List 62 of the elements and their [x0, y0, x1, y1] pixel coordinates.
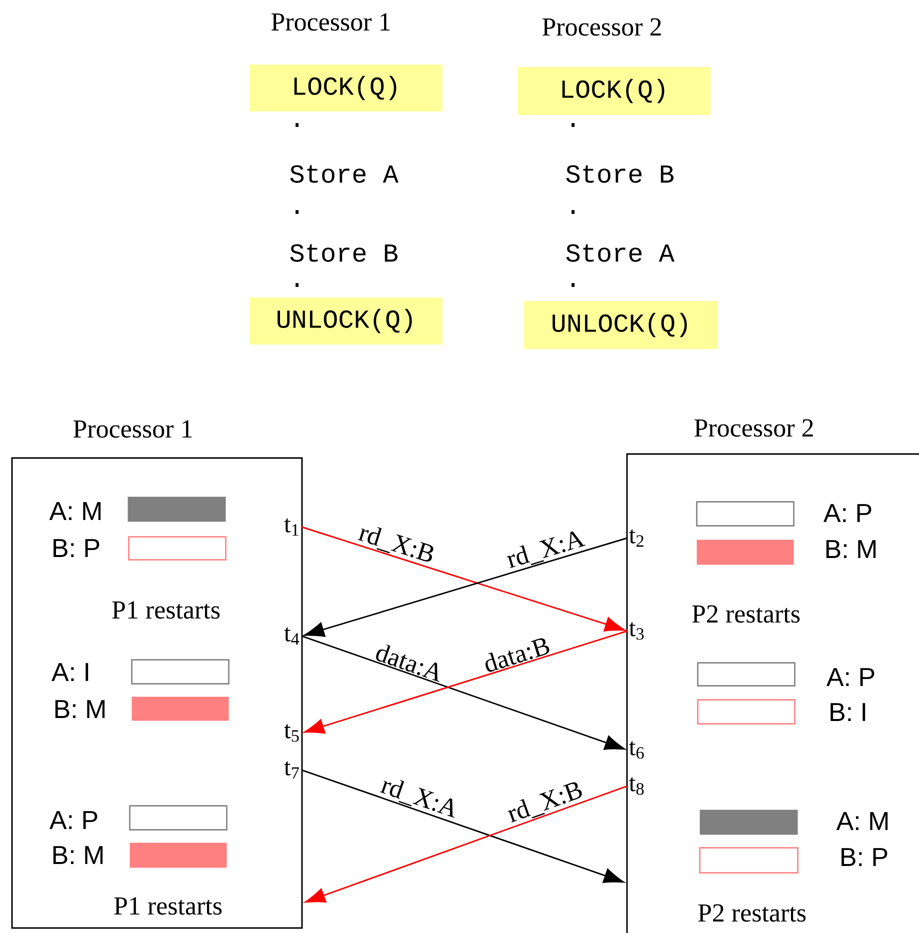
arrow: [304, 537, 628, 637]
time-label: t$_{4}$: [284, 627, 300, 645]
code-box: LOCK(Q): [250, 64, 442, 112]
state-label: A: P: [826, 668, 874, 686]
edge-label: data:B: [486, 638, 550, 672]
code-box: UNLOCK(Q): [524, 301, 718, 349]
state-label: A: P: [823, 504, 872, 522]
arrow: [304, 630, 628, 734]
restart-note: P1 restarts: [112, 601, 220, 619]
processor-title: Processor 2: [542, 18, 661, 36]
code-box: LOCK(Q): [518, 67, 710, 115]
edge-label: data:A: [376, 644, 440, 682]
time-label: t$_{6}$: [629, 741, 644, 759]
cache-state-bar: [128, 536, 226, 560]
edge-label: rd_X:A: [506, 531, 586, 568]
time-label: t$_{1}$: [284, 518, 298, 536]
cache-state-bar: [131, 659, 230, 684]
edge-label: rd_X:A: [380, 780, 455, 818]
arrow: [302, 769, 624, 883]
code-line: Store A: [290, 165, 398, 183]
processor-title: Processor 2: [694, 419, 813, 437]
cache-state-bar: [696, 501, 794, 526]
state-label: B: P: [54, 539, 100, 557]
cache-state-bar: [129, 805, 228, 830]
cache-state-bar: [697, 699, 796, 724]
restart-note: P2 restarts: [698, 904, 806, 922]
arrow: [305, 785, 628, 903]
time-label: t$_{5}$: [284, 724, 299, 742]
code-line: .: [572, 210, 575, 214]
time-label: t$_{8}$: [629, 777, 644, 795]
code-line: Store A: [566, 244, 674, 262]
cache-state-bar: [128, 496, 226, 522]
state-label: B: P: [842, 848, 888, 866]
arrow: [302, 526, 625, 632]
code-box: UNLOCK(Q): [250, 298, 442, 344]
state-label: B: M: [826, 540, 876, 558]
restart-note: P1 restarts: [114, 897, 222, 915]
restart-note: P2 restarts: [692, 605, 800, 623]
state-label: B: I: [830, 703, 866, 721]
state-label: A: I: [52, 663, 88, 681]
cache-state-bar: [700, 810, 798, 835]
processor-title: Processor 1: [73, 420, 192, 438]
time-label: t$_{7}$: [284, 761, 299, 779]
code-line: Store B: [566, 165, 674, 183]
state-label: A: M: [836, 812, 888, 830]
state-label: A: M: [49, 502, 101, 520]
cache-state-bar: [697, 662, 796, 686]
time-label: t$_{3}$: [629, 622, 644, 640]
cache-state-bar: [132, 696, 229, 721]
cache-state-bar: [696, 540, 794, 565]
state-label: B: M: [55, 700, 105, 718]
cache-state-bar: [699, 847, 798, 874]
code-line: .: [296, 210, 299, 214]
state-label: B: M: [53, 846, 103, 864]
cache-state-bar: [130, 842, 227, 868]
code-line: Store B: [290, 244, 398, 262]
arrow: [302, 635, 625, 750]
edge-label: rd_X:B: [358, 527, 434, 562]
time-label: t$_{2}$: [629, 529, 644, 547]
edge-label: rd_X:B: [507, 782, 582, 822]
processor-title: Processor 1: [271, 13, 390, 31]
state-label: A: P: [49, 811, 98, 829]
